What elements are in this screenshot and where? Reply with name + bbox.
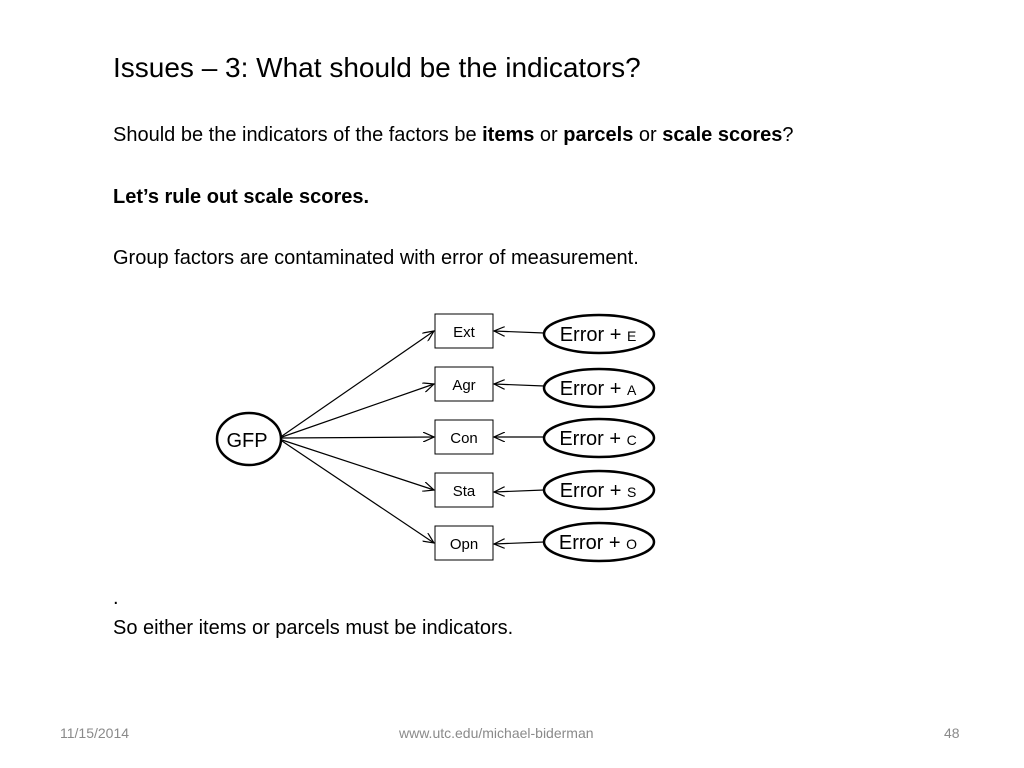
- footer-url: www.utc.edu/michael-biderman: [399, 725, 594, 741]
- indicator-label-sta: Sta: [453, 483, 476, 500]
- question-suffix: ?: [782, 124, 794, 146]
- error-node-s: [542, 469, 656, 511]
- footer-date: 11/15/2014: [60, 725, 130, 741]
- indicator-label-agr: Agr: [452, 377, 475, 394]
- error-label-e: Error + E: [560, 324, 637, 346]
- error-label-s: Error + S: [560, 480, 637, 502]
- dot-text: .: [113, 587, 119, 609]
- indicator-label-opn: Opn: [450, 536, 478, 553]
- error-text-a: Error +: [560, 378, 627, 400]
- error-node-a: [542, 367, 656, 409]
- error-arrow-ext: [494, 331, 545, 333]
- error-arrow-agr: [494, 384, 545, 386]
- term-items: items: [482, 124, 535, 146]
- error-node-e: [542, 313, 656, 355]
- error-text-s: Error +: [560, 480, 627, 502]
- error-label-c: Error + C: [559, 428, 636, 450]
- question-prefix: Should be the indicators of the factors …: [113, 124, 483, 146]
- error-sub-e: E: [627, 328, 636, 344]
- term-scale-scores: scale scores: [662, 124, 783, 146]
- error-arrow-sta: [494, 490, 545, 492]
- error-sub-c: C: [627, 432, 637, 448]
- loading-arrow-sta: [281, 439, 434, 490]
- error-label-o: Error + O: [559, 532, 637, 554]
- error-sub-a: A: [627, 382, 637, 398]
- indicator-box-agr: [434, 366, 494, 402]
- loading-arrow-agr: [281, 384, 434, 438]
- rule-out-text: Let’s rule out scale scores.: [113, 186, 370, 208]
- error-node-o: [542, 521, 656, 563]
- indicator-label-ext: Ext: [453, 324, 476, 341]
- slide-title: Issues – 3: What should be the indicator…: [113, 52, 641, 83]
- error-text-o: Error +: [559, 532, 626, 554]
- gfp-factor-node: [215, 411, 283, 467]
- conclusion-text: So either items or parcels must be indic…: [113, 617, 514, 639]
- loading-arrow-opn: [281, 440, 434, 543]
- error-sub-o: O: [626, 536, 637, 552]
- error-text-e: Error +: [560, 324, 627, 346]
- loading-arrow-con: [281, 437, 434, 438]
- footer-page-number: 48: [944, 725, 960, 741]
- indicator-label-con: Con: [450, 430, 478, 447]
- term-parcels: parcels: [563, 124, 634, 146]
- gfp-label: GFP: [226, 430, 267, 452]
- error-label-a: Error + A: [560, 378, 637, 400]
- question-or-2: or: [633, 124, 663, 146]
- question-text: Should be the indicators of the factors …: [113, 124, 793, 147]
- loading-arrow-ext: [281, 331, 434, 437]
- indicator-box-opn: [434, 525, 494, 561]
- indicator-box-con: [434, 419, 494, 455]
- error-node-c: [542, 417, 656, 459]
- error-sub-s: S: [627, 484, 636, 500]
- indicator-box-sta: [434, 472, 494, 508]
- question-or-1: or: [534, 124, 564, 146]
- statement-text: Group factors are contaminated with erro…: [113, 247, 639, 269]
- error-arrow-opn: [494, 542, 545, 544]
- error-text-c: Error +: [559, 428, 626, 450]
